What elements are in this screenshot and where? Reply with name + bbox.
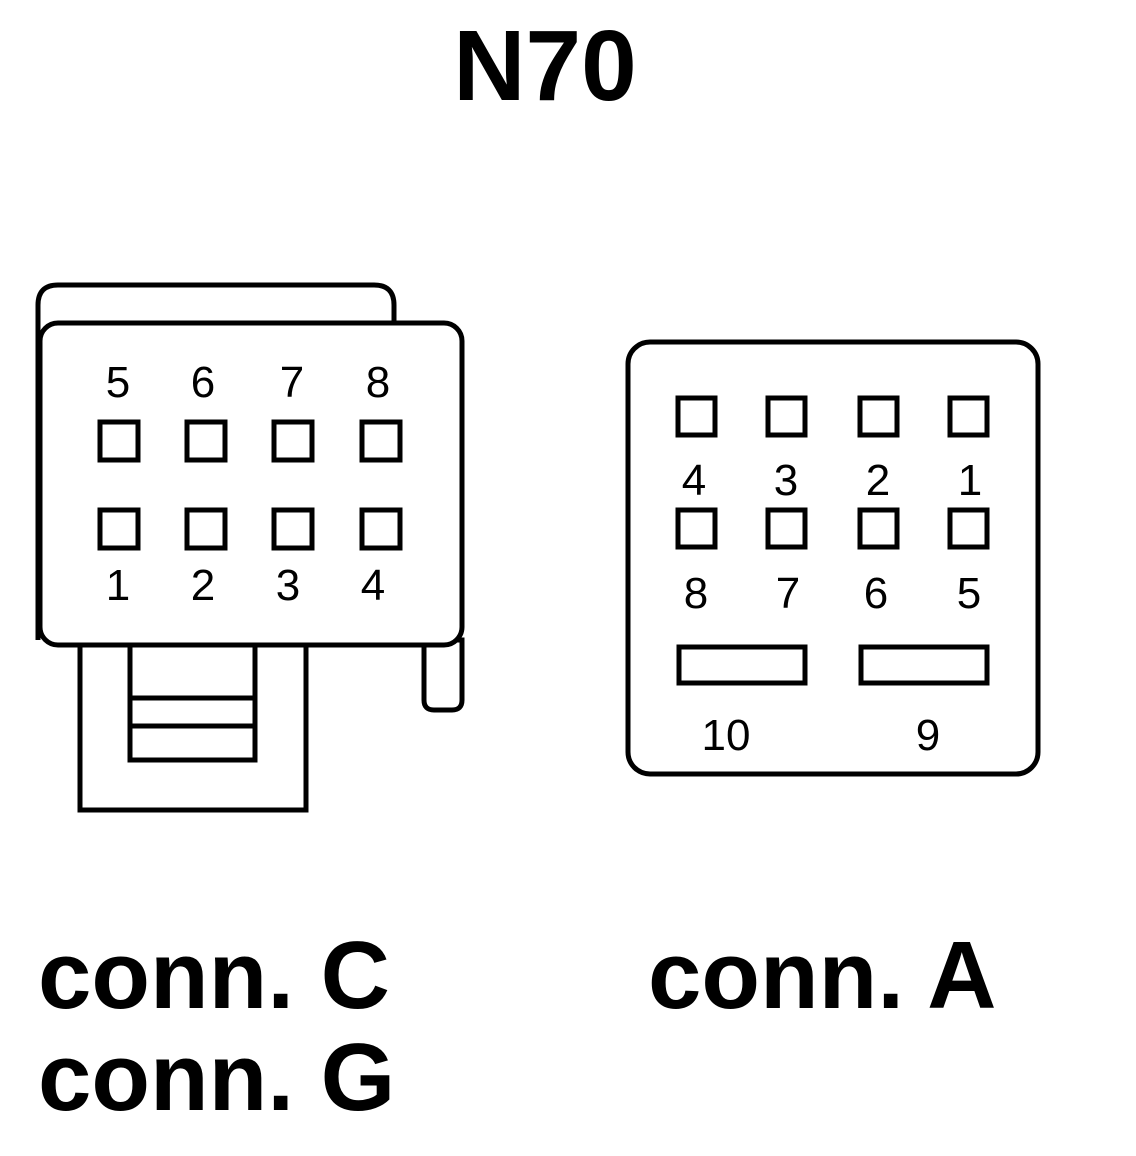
right-pin-cavity: [675, 507, 718, 550]
right-pin-cavity: [857, 395, 900, 438]
left-pin-cavity: [359, 419, 403, 463]
right-pin-number-row2-1: 8: [684, 569, 708, 618]
left-connector-face: [37, 320, 465, 648]
right-pin-cavity: [675, 395, 718, 438]
left-pin-cavity: [271, 419, 315, 463]
right-pin-number-row2-3: 6: [864, 569, 888, 618]
left-pin-number-bottom-1: 1: [106, 561, 130, 610]
right-slot-number-1: 10: [702, 711, 751, 760]
right-pin-number-row2-2: 7: [776, 569, 800, 618]
right-connector-label: conn. A: [648, 922, 996, 1029]
right-pin-number-row1-1: 4: [682, 456, 706, 505]
right-pin-cavity: [765, 507, 808, 550]
right-pin-number-row2-4: 5: [957, 569, 981, 618]
right-pin-cavity: [947, 395, 990, 438]
left-connector-label-1: conn. C: [38, 922, 390, 1029]
left-pin-cavity: [184, 419, 228, 463]
left-connector-side-key: [421, 637, 465, 713]
right-pin-cavity: [857, 507, 900, 550]
left-pin-cavity: [359, 507, 403, 551]
left-connector-latch-tab: [127, 627, 258, 763]
left-pin-number-top-1: 5: [106, 358, 130, 407]
right-slot-cavity: [676, 644, 808, 686]
right-connector: 4 3 2 1 8 7 6 5 10 9: [625, 339, 1041, 777]
right-pin-cavity: [947, 507, 990, 550]
left-pin-cavity: [97, 419, 141, 463]
left-pin-number-top-2: 6: [191, 358, 215, 407]
right-pin-number-row1-4: 1: [958, 456, 982, 505]
diagram-title: N70: [453, 10, 636, 122]
left-pin-number-top-4: 8: [366, 358, 390, 407]
left-connector-label-2: conn. G: [38, 1024, 395, 1131]
left-pin-number-bottom-4: 4: [361, 561, 385, 610]
right-pin-number-row1-2: 3: [774, 456, 798, 505]
left-connector: 5 6 7 8 1 2 3 4: [35, 282, 465, 813]
left-pin-cavity: [97, 507, 141, 551]
left-pin-number-bottom-3: 3: [276, 561, 300, 610]
left-pin-cavity: [271, 507, 315, 551]
right-pin-number-row1-3: 2: [866, 456, 890, 505]
left-pin-number-bottom-2: 2: [191, 561, 215, 610]
left-pin-number-top-3: 7: [280, 358, 304, 407]
right-slot-cavity: [858, 644, 990, 686]
right-pin-cavity: [765, 395, 808, 438]
right-slot-number-2: 9: [916, 711, 940, 760]
left-pin-cavity: [184, 507, 228, 551]
